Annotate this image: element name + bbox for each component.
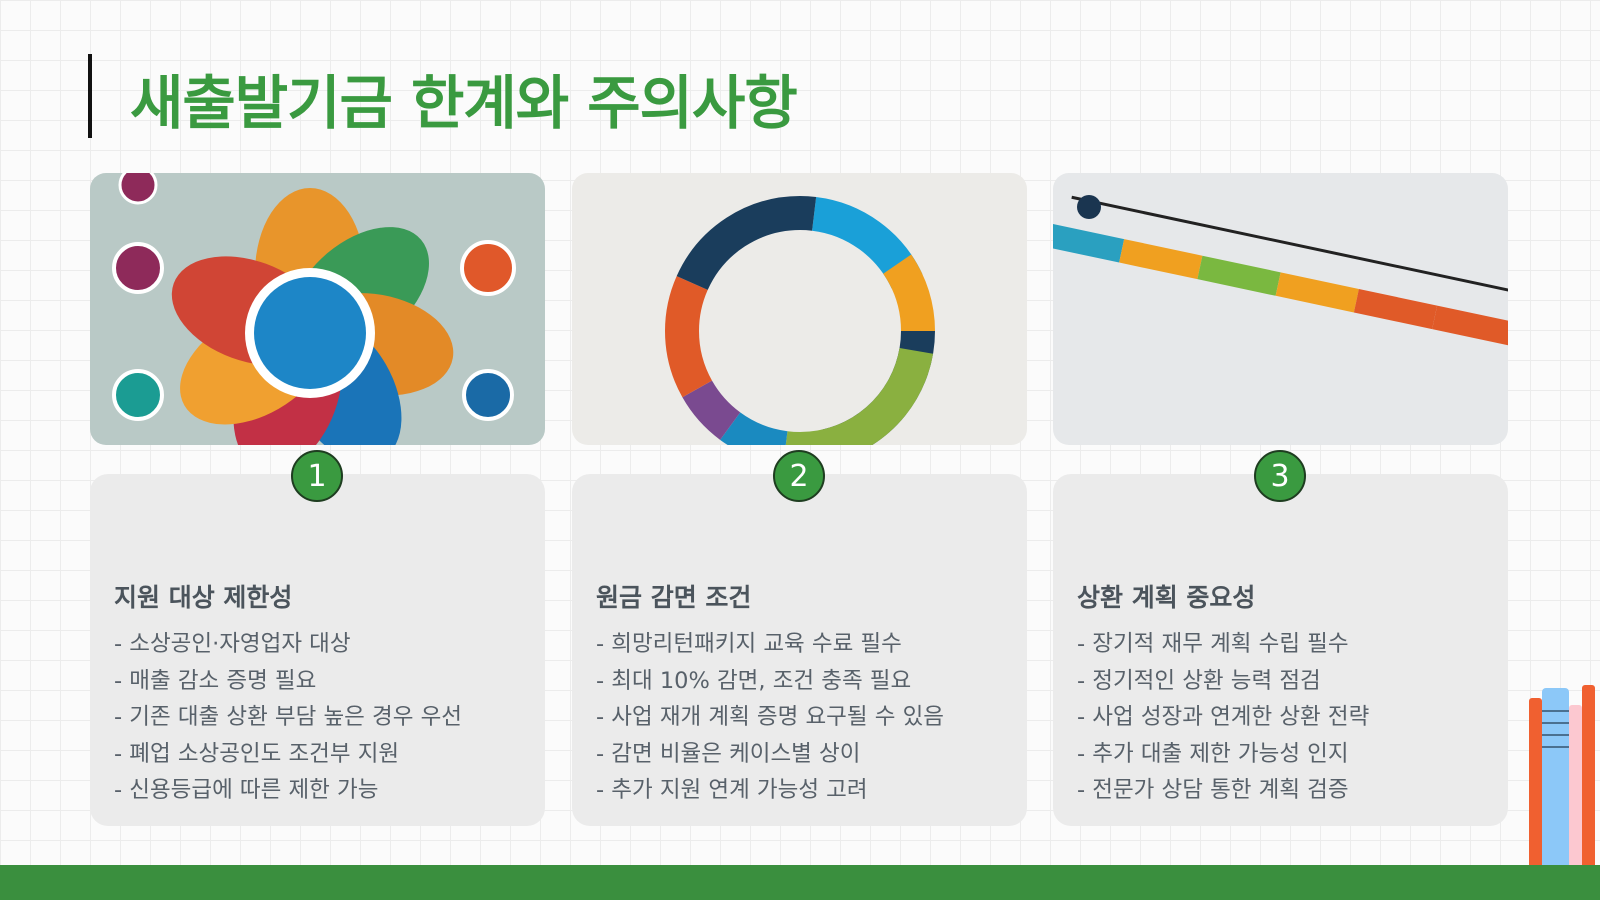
- card-1-image: [90, 173, 545, 445]
- list-item: - 전문가 상담 통한 계획 검증: [1077, 777, 1349, 804]
- title-accent-bar: [88, 54, 92, 138]
- card-2-image: [572, 173, 1027, 445]
- bullet-list: - 소상공인·자영업자 대상 - 매출 감소 증명 필요 - 기존 대출 상환 …: [114, 626, 462, 809]
- list-item: - 정기적인 상환 능력 점검: [1077, 667, 1321, 694]
- list-item: - 매출 감소 증명 필요: [114, 667, 317, 694]
- list-item: - 장기적 재무 계획 수립 필수: [1077, 631, 1349, 657]
- list-item: - 기존 대출 상환 부담 높은 경우 우선: [114, 704, 462, 731]
- list-item: - 최대 10% 감면, 조건 충족 필요: [596, 667, 912, 694]
- list-item: - 신용등급에 따른 제한 가능: [114, 777, 379, 804]
- list-item: - 소상공인·자영업자 대상: [114, 631, 351, 657]
- bullet-list: - 희망리턴패키지 교육 수료 필수 - 최대 10% 감면, 조건 충족 필요…: [596, 626, 944, 809]
- card-repayment-plan: 상환 계획 중요성 - 장기적 재무 계획 수립 필수 - 정기적인 상환 능력…: [1053, 474, 1508, 826]
- number-badge-3: 3: [1254, 450, 1306, 502]
- card-heading: 원금 감면 조건: [596, 583, 752, 612]
- number-badge-2: 2: [773, 450, 825, 502]
- bullet-list: - 장기적 재무 계획 수립 필수 - 정기적인 상환 능력 점검 - 사업 성…: [1077, 626, 1369, 809]
- footer-bar: [0, 865, 1600, 900]
- number-badge-1: 1: [291, 450, 343, 502]
- list-item: - 폐업 소상공인도 조건부 지원: [114, 740, 400, 767]
- list-item: - 추가 지원 연계 가능성 고려: [596, 777, 868, 804]
- list-item: - 감면 비율은 케이스별 상이: [596, 740, 861, 767]
- card-support-target-limits: 지원 대상 제한성 - 소상공인·자영업자 대상 - 매출 감소 증명 필요 -…: [90, 474, 545, 826]
- card-principal-reduction: 원금 감면 조건 - 희망리턴패키지 교육 수료 필수 - 최대 10% 감면,…: [572, 474, 1027, 826]
- card-heading: 상환 계획 중요성: [1077, 583, 1256, 612]
- page-title: 새출발기금 한계와 주의사항: [130, 69, 798, 137]
- card-heading: 지원 대상 제한성: [114, 583, 293, 612]
- list-item: - 추가 대출 제한 가능성 인지: [1077, 740, 1349, 767]
- card-3-image: [1053, 173, 1508, 445]
- list-item: - 사업 성장과 연계한 상환 전략: [1077, 704, 1370, 731]
- list-item: - 사업 재개 계획 증명 요구될 수 있음: [596, 704, 944, 731]
- list-item: - 희망리턴패키지 교육 수료 필수: [596, 631, 902, 657]
